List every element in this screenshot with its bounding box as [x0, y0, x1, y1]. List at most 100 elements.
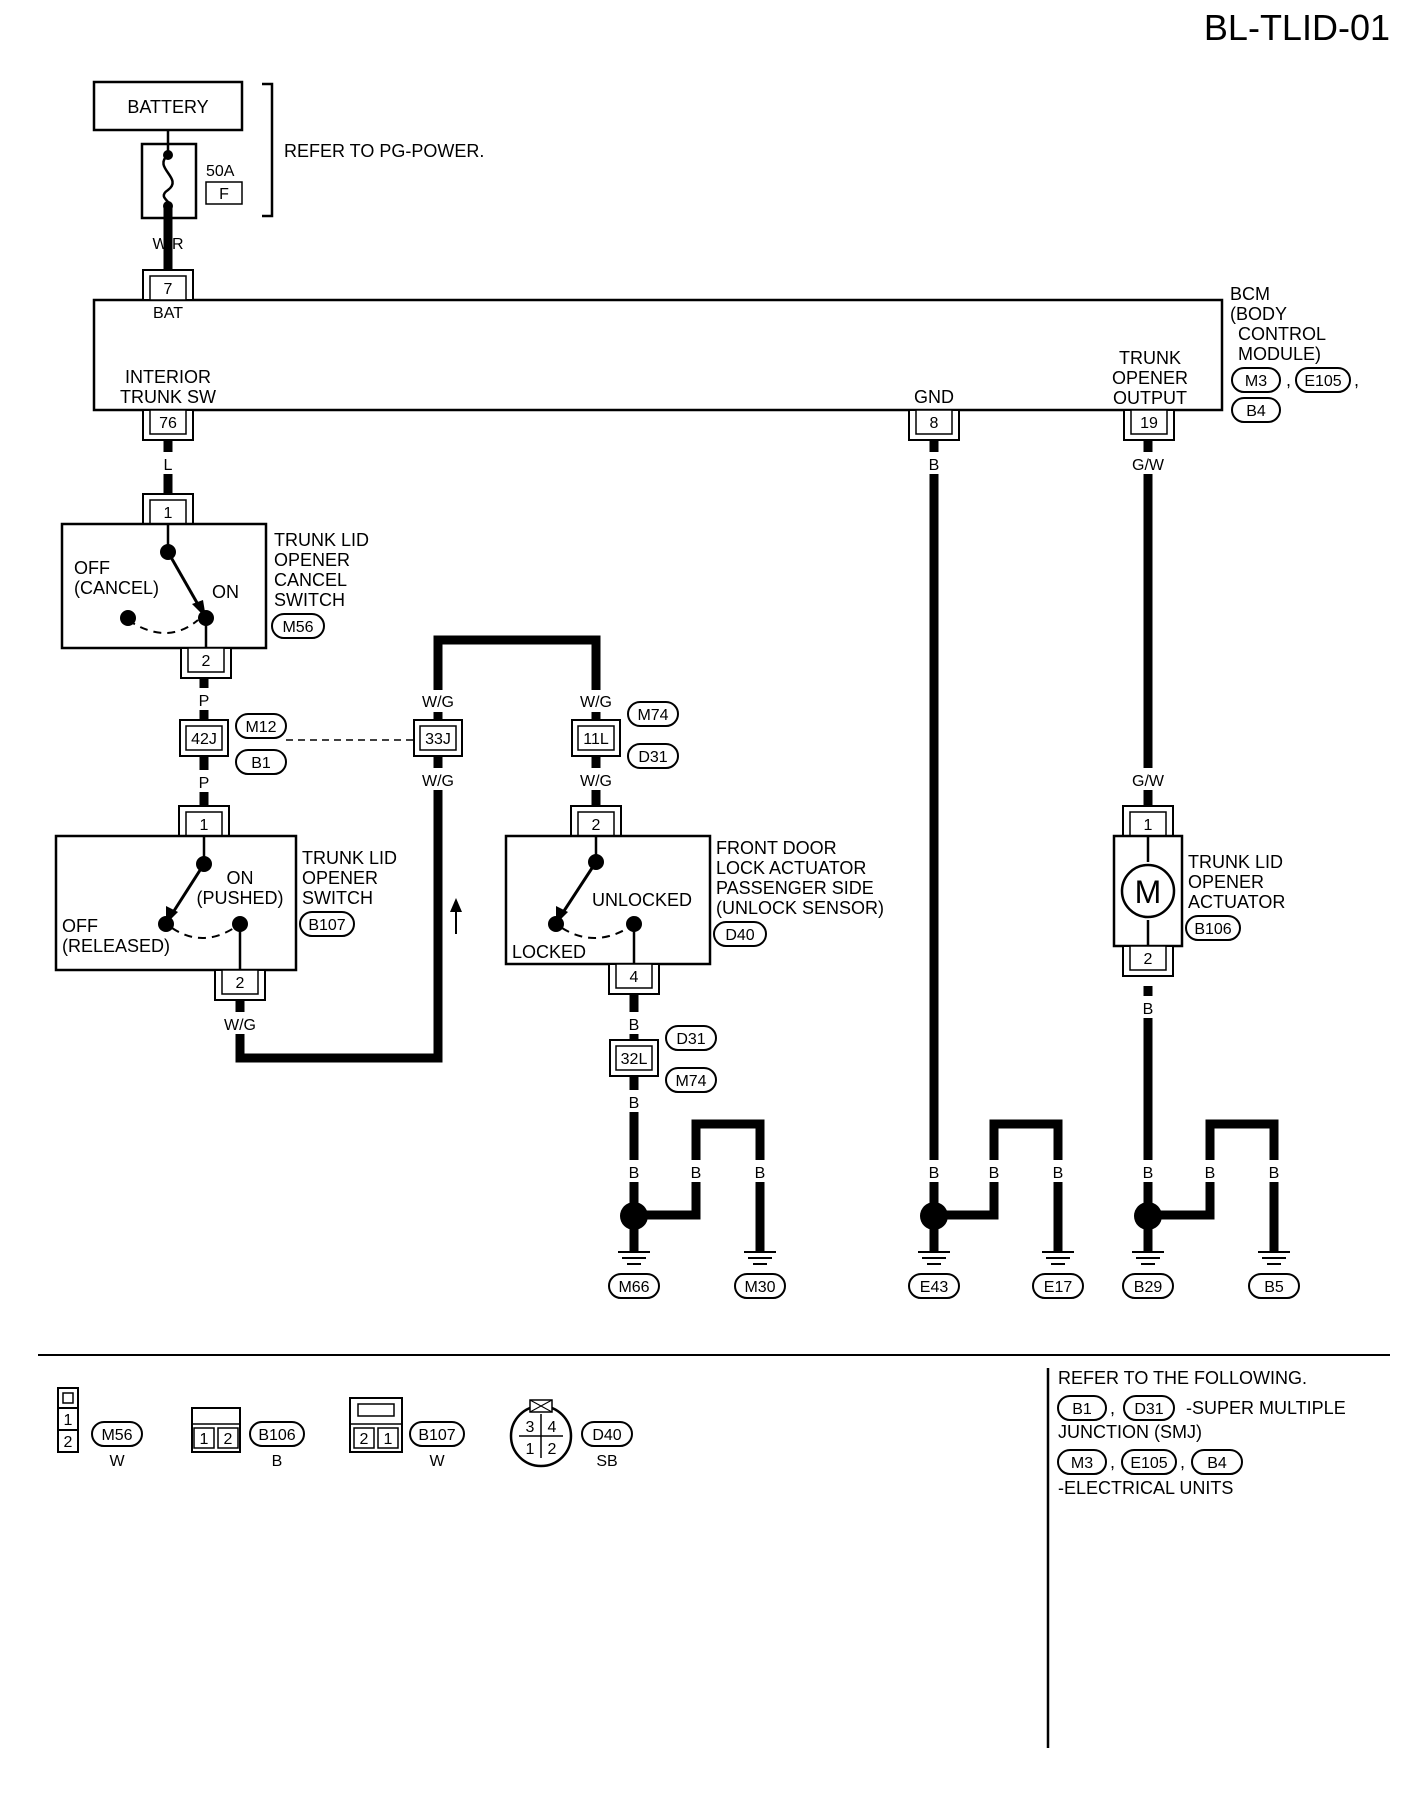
- wire-label-b-2: B: [629, 1095, 640, 1112]
- j32-conn-b: M74: [675, 1073, 706, 1090]
- refer-smj-text-2: JUNCTION (SMJ): [1058, 1422, 1202, 1442]
- cancel-conn: M56: [282, 619, 313, 636]
- bcm-pin-trunk-sw: 76: [159, 415, 177, 432]
- svg-text:,: ,: [1286, 370, 1291, 390]
- ground-b29: B29: [1134, 1279, 1163, 1296]
- bcm-bat-label: BAT: [153, 305, 183, 322]
- ground-symbol-icon: [918, 1230, 950, 1265]
- refer-eu-text: -ELECTRICAL UNITS: [1058, 1478, 1233, 1498]
- j42-conn-a: M12: [245, 719, 276, 736]
- j32-pin: 32L: [621, 1051, 648, 1068]
- opener-off-line1: OFF: [62, 916, 98, 936]
- wire-label-b-6: B: [929, 457, 940, 474]
- trunk-act-conn: B106: [1194, 921, 1231, 938]
- ground-symbol-icon: [618, 1230, 650, 1265]
- refer-pg-power: REFER TO PG-POWER.: [284, 141, 484, 161]
- bcm-trunk-sw-line2: TRUNK SW: [120, 387, 216, 407]
- opener-name-line3: SWITCH: [302, 888, 373, 908]
- trunk-act-name-line2: OPENER: [1188, 872, 1264, 892]
- wire-label-wr: W/R: [152, 236, 183, 253]
- legend-d40: 3 4 1 2 D40 SB: [509, 1399, 633, 1470]
- door-pin-2: 2: [592, 817, 601, 834]
- wire-label-p-2: P: [199, 775, 210, 792]
- refer-smj-conn-1: B1: [1072, 1401, 1092, 1418]
- door-name-line4: (UNLOCK SENSOR): [716, 898, 884, 918]
- legend-b107: 2 1 B107 W: [349, 1397, 465, 1470]
- bcm-conn-3: B4: [1246, 403, 1266, 420]
- bcm-conn-pill-3: [1231, 397, 1281, 423]
- bcm-box: [92, 298, 1224, 412]
- trunk-actuator-pin-1: 1: [1144, 817, 1153, 834]
- legend-b107-color: W: [429, 1453, 445, 1470]
- ground-m66: M66: [618, 1279, 649, 1296]
- wire-label-b-9: B: [1053, 1165, 1064, 1182]
- opener-name-line1: TRUNK LID: [302, 848, 397, 868]
- legend-b107-conn: B107: [418, 1427, 455, 1444]
- j32-conn-a: D31: [676, 1031, 705, 1048]
- opener-switch-box: [54, 834, 298, 972]
- refer-smj-conn-2: D31: [1134, 1401, 1163, 1418]
- cancel-name-line4: SWITCH: [274, 590, 345, 610]
- legend-m56-color: W: [109, 1453, 125, 1470]
- legend-b106-conn: B106: [258, 1427, 295, 1444]
- door-conn-pill: [713, 921, 767, 947]
- fuse-letter: F: [219, 186, 229, 203]
- bcm-name-line4: MODULE): [1238, 344, 1321, 364]
- svg-text:,: ,: [1180, 1452, 1185, 1472]
- legend-b106: 1 2 B106 B: [191, 1407, 305, 1470]
- splice-dot: [620, 1202, 648, 1230]
- ground-m30: M30: [744, 1279, 775, 1296]
- door-name-line2: LOCK ACTUATOR: [716, 858, 866, 878]
- motor-icon: [1120, 863, 1176, 919]
- opener-switch-pin-2: 2: [236, 975, 245, 992]
- wire-label-b-12: B: [1205, 1165, 1216, 1182]
- legend-d40-pin-4: 4: [548, 1419, 557, 1436]
- wire-label-gw-2: G/W: [1132, 773, 1165, 790]
- junction-32l: 32L D31 M74: [609, 1025, 717, 1093]
- opener-on-line2: (PUSHED): [196, 888, 283, 908]
- cancel-switch-box: [60, 522, 268, 650]
- junction-33j: 33J: [413, 719, 463, 757]
- svg-text:,: ,: [1110, 1398, 1115, 1418]
- bcm-module: 7 BAT INTERIOR TRUNK SW GND TRUNK OPENER…: [92, 269, 1359, 441]
- wire-label-wg-3: W/G: [422, 773, 454, 790]
- wire-label-b-8: B: [989, 1165, 1000, 1182]
- refer-bracket: [262, 82, 274, 218]
- opener-on-line1: ON: [227, 868, 254, 888]
- j11-conn-a: M74: [637, 707, 668, 724]
- bcm-conn-2: E105: [1304, 373, 1341, 390]
- j42-conn-b: B1: [251, 755, 271, 772]
- legend-b106-pin-a: 1: [200, 1431, 209, 1448]
- legend-m56: 1 2 M56 W: [57, 1387, 143, 1470]
- opener-switch: 1 ON (PUSHED) OFF (RELEASED) 2 TRUNK LID…: [54, 805, 397, 1001]
- door-actuator: 2 UNLOCKED LOCKED 4 FRONT DOOR LOCK ACTU…: [504, 805, 884, 995]
- svg-text:,: ,: [1354, 370, 1359, 390]
- legend-b107-pin-a: 2: [360, 1431, 369, 1448]
- wire-label-wg-1: W/G: [224, 1017, 256, 1034]
- bcm-name-line1: BCM: [1230, 284, 1270, 304]
- motor-label: M: [1135, 874, 1162, 910]
- junction-11l: 11L M74 D31: [571, 701, 679, 769]
- opener-conn-pill: [299, 911, 355, 937]
- wire-label-b-1: B: [629, 1017, 640, 1034]
- wire-label-wg-2: W/G: [422, 694, 454, 711]
- up-arrow-icon: [450, 898, 462, 934]
- trunk-actuator: 1 M 2 TRUNK LID OPENER ACTUATOR B106: [1112, 805, 1285, 977]
- opener-off-line2: (RELEASED): [62, 936, 170, 956]
- cancel-switch-pin-1: 1: [164, 505, 173, 522]
- legend-d40-pin-3: 3: [526, 1419, 535, 1436]
- ground-symbol-icon: [744, 1251, 776, 1265]
- refer-eu-conn-3: B4: [1207, 1455, 1227, 1472]
- refer-eu-conn-2: E105: [1130, 1455, 1167, 1472]
- door-pin-4: 4: [630, 969, 639, 986]
- bcm-output-line1: TRUNK: [1119, 348, 1181, 368]
- splice-dot: [920, 1202, 948, 1230]
- cancel-switch: 1 OFF (CANCEL) ON 2 TRUNK LID OPENER CAN…: [60, 493, 369, 679]
- j42-pin: 42J: [191, 731, 217, 748]
- battery-section: BATTERY 50A F REFER TO PG-POWER. W/R: [92, 80, 484, 270]
- wire-label-p-1: P: [199, 693, 210, 710]
- legend-b106-pin-b: 2: [224, 1431, 233, 1448]
- bcm-pin-gnd: 8: [930, 415, 939, 432]
- cancel-name-line1: TRUNK LID: [274, 530, 369, 550]
